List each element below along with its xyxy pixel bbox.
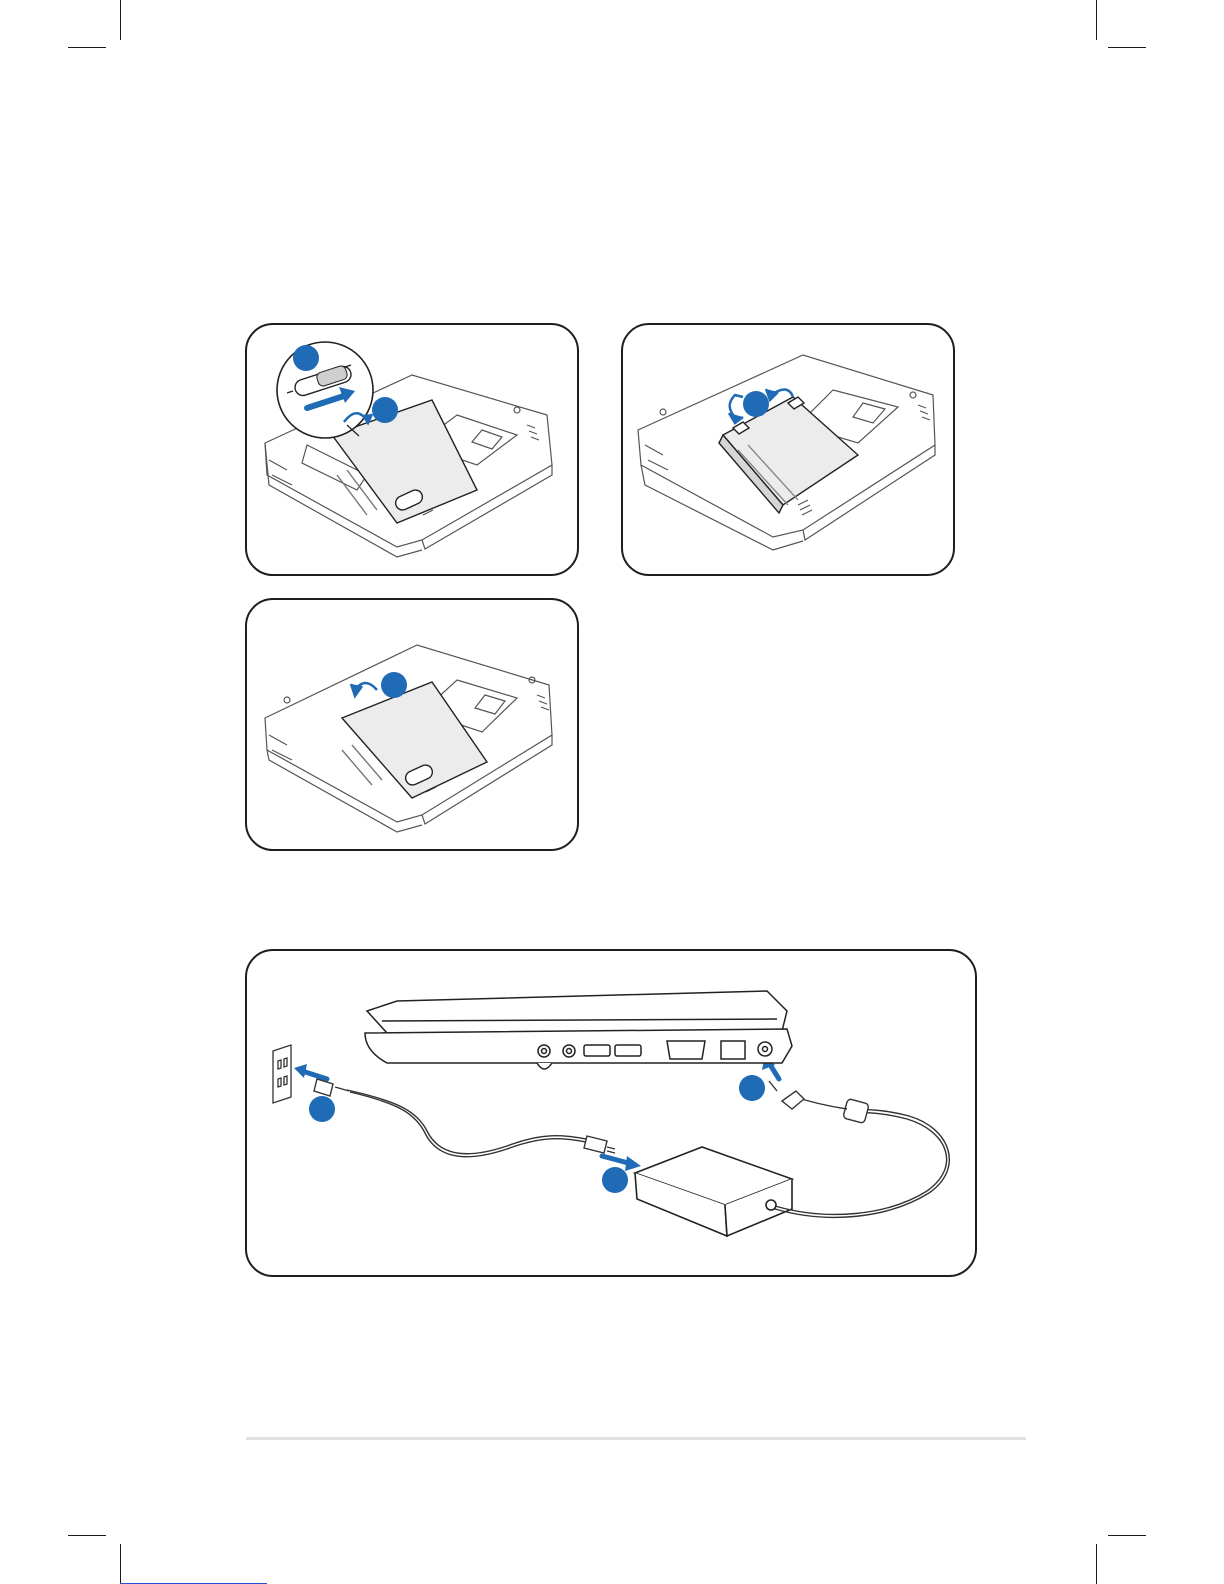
power-cord-icon — [314, 1079, 615, 1157]
crop-mark-top-left-vertical — [120, 0, 121, 40]
crop-mark-top-right-horizontal — [1108, 47, 1146, 48]
crop-mark-bottom-right-horizontal — [1108, 1535, 1146, 1536]
laptop-side-view-icon — [365, 991, 792, 1069]
battery-cover-icon — [342, 682, 487, 798]
laptop-underside-icon — [247, 600, 579, 851]
footer-divider — [246, 1437, 1026, 1440]
panel-battery-unlock — [245, 323, 579, 576]
step-badge-dc — [739, 1075, 765, 1101]
crop-mark-top-right-vertical — [1096, 0, 1097, 40]
battery-lock-slider-icon — [277, 342, 373, 438]
ac-adapter-icon — [635, 1147, 792, 1236]
dc-plug-icon — [769, 1081, 949, 1217]
step-badge-outlet — [309, 1096, 335, 1122]
step-badge-close — [381, 672, 407, 698]
step-badge-2 — [372, 397, 398, 423]
panel-battery-install — [621, 323, 955, 576]
wall-outlet-icon — [273, 1045, 291, 1103]
crop-mark-bottom-left-vertical — [120, 1544, 121, 1584]
step-badge-adapter — [602, 1167, 628, 1193]
panel-battery-close — [245, 598, 579, 851]
panel-power-connection — [245, 949, 977, 1277]
crop-mark-bottom-right-vertical — [1096, 1544, 1097, 1584]
laptop-underside-icon — [623, 325, 955, 576]
battery-pack-icon — [719, 397, 858, 513]
rotate-left-arrow-icon — [729, 395, 743, 423]
rotate-right-arrow-icon — [766, 389, 793, 400]
crop-mark-bottom-left-horizontal — [68, 1535, 106, 1536]
crop-mark-top-left-horizontal — [68, 47, 106, 48]
step-badge-1 — [293, 345, 319, 371]
step-badge-install — [743, 391, 769, 417]
lower-arrow-icon — [351, 683, 377, 696]
power-setup-illustration — [247, 951, 977, 1277]
